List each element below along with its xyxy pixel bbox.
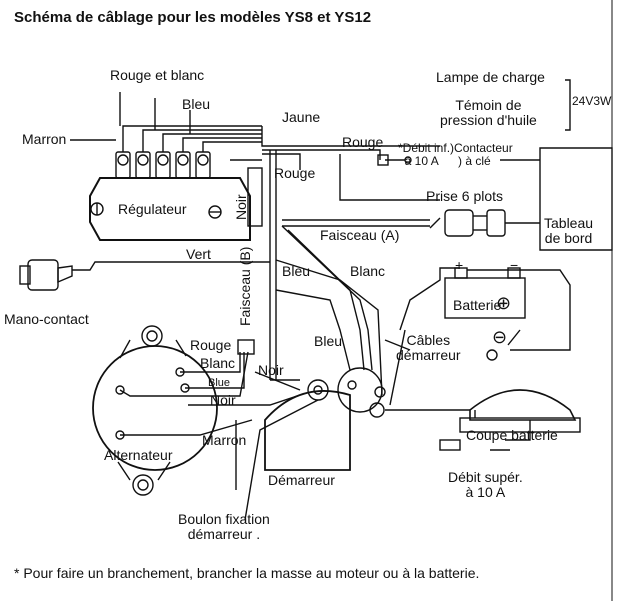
label-prise-6-plots: Prise 6 plots: [426, 188, 504, 204]
label-vert: Vert: [186, 246, 211, 262]
label-rouge-et-blanc: Rouge et blanc: [110, 67, 205, 83]
prise-connector-right: [486, 209, 506, 237]
label-rouge-top: Rouge: [342, 134, 384, 150]
label-bleu-mid: Bleu: [282, 263, 311, 279]
label-jaune: Jaune: [282, 109, 321, 125]
label-bleu-low: Bleu: [314, 333, 343, 349]
label-regulateur: Régulateur: [118, 201, 187, 217]
label-noir-regulator: Noir: [233, 194, 249, 220]
battery-minus-circle: ⊖: [492, 327, 508, 347]
label-blanc-mid: Blanc: [350, 263, 386, 279]
label-voltage: 24V3W: [572, 94, 612, 108]
battery-box: [444, 277, 526, 319]
label-faisceau-a: Faisceau (A): [320, 227, 400, 243]
starter-solenoid: [337, 367, 383, 413]
label-blue-alt: Blue: [208, 377, 231, 389]
footnote: * Pour faire un branchement, brancher la…: [14, 565, 480, 581]
label-tableau-de-bord: Tableau de bord: [544, 215, 594, 246]
label-temoin-pression: Témoin de pression d'huile: [440, 97, 537, 128]
coupe-batterie-body: [469, 389, 577, 421]
alternator-plug: [237, 339, 255, 355]
label-rouge-alt: Rouge: [190, 337, 232, 353]
label-alternateur: Alternateur: [104, 447, 173, 463]
label-coupe-batterie: Coupe batterie: [466, 427, 558, 443]
mano-contact-body: [19, 259, 73, 291]
battery-plus-circle: ⊕: [496, 293, 512, 313]
label-marron-left: Marron: [22, 131, 67, 147]
label-noir-alt: Noir: [210, 392, 236, 408]
label-cables-demarreur: Câbles démarreur: [396, 332, 461, 363]
label-rouge-mid: Rouge: [274, 165, 316, 181]
diagram-title: Schéma de câblage pour les modèles YS8 e…: [14, 9, 372, 26]
label-demarreur: Démarreur: [268, 472, 335, 488]
battery-plus-sign: +: [455, 257, 464, 273]
label-marron-alt: Marron: [202, 432, 247, 448]
label-debit-sup: Débit supér. à 10 A: [448, 469, 523, 500]
label-noir-right: Noir: [258, 362, 284, 378]
tableau-box: [539, 147, 613, 251]
battery-minus-sign: −: [510, 257, 519, 273]
label-debit-inf: *Débit inf.)Contacteur à 10 A ) à clé: [398, 141, 513, 168]
label-blanc-alt: Blanc: [200, 355, 236, 371]
regulator-body: [89, 177, 251, 241]
label-bleu-top: Bleu: [182, 96, 211, 112]
prise-connector-left: [444, 209, 474, 237]
label-batterie: Batterie: [453, 297, 502, 313]
label-mano-contact: Mano-contact: [4, 311, 89, 327]
label-faisceau-b: Faisceau (B): [237, 246, 253, 326]
starter-body: [264, 390, 351, 471]
regulator-terminals: [115, 151, 211, 179]
noir-connector: [247, 167, 263, 227]
label-boulon-fixation: Boulon fixation démarreur .: [178, 511, 270, 542]
label-lampe-de-charge: Lampe de charge: [436, 69, 545, 85]
